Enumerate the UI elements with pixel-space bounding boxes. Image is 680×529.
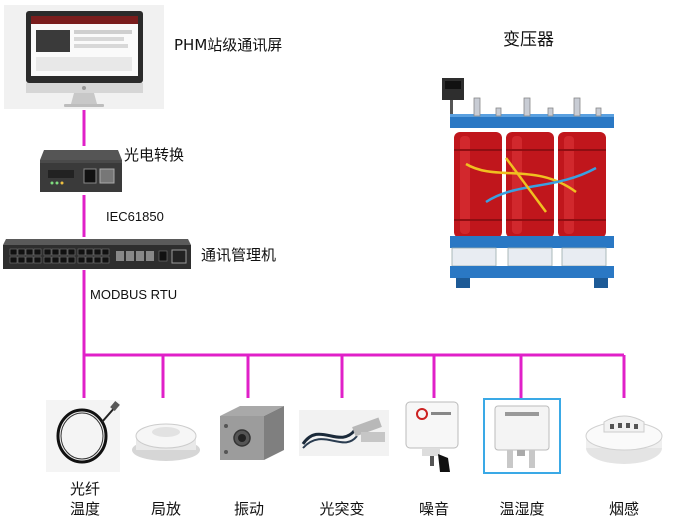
temp-humidity-sensor-icon (483, 398, 561, 474)
sensor-label-partial-discharge: 局放 (150, 500, 181, 518)
iec-protocol-label: IEC61850 (106, 209, 164, 224)
partial-discharge-sensor-icon (132, 423, 200, 461)
smoke-detector-icon (585, 415, 663, 464)
fiber-coil-icon (46, 400, 120, 472)
sensor-label-fiber-temperature: 光纤 温度 (69, 480, 100, 519)
converter-label: 光电转换 (124, 146, 185, 164)
modbus-protocol-label: MODBUS RTU (90, 287, 178, 302)
sensor-label-arc-light: 光突变 (319, 500, 365, 518)
screen-label: PHM站级通讯屏 (174, 36, 283, 54)
monitor-panel (4, 5, 164, 109)
network-switch-icon (3, 239, 191, 269)
monitor-icon (26, 11, 143, 107)
transformer-label: 变压器 (503, 30, 554, 50)
arc-light-sensor-icon (299, 410, 389, 456)
media-converter-icon (40, 150, 122, 192)
sensor-label-smoke: 烟感 (608, 500, 639, 518)
sensor-label-vibration: 振动 (233, 500, 264, 518)
sensor-label-noise: 噪音 (418, 500, 449, 518)
vibration-sensor-icon (220, 406, 284, 460)
sensor-label-temp-humidity: 温湿度 (499, 500, 545, 518)
switch-label: 通讯管理机 (201, 246, 277, 264)
noise-sensor-icon (405, 401, 459, 472)
transformer-icon (442, 78, 614, 288)
